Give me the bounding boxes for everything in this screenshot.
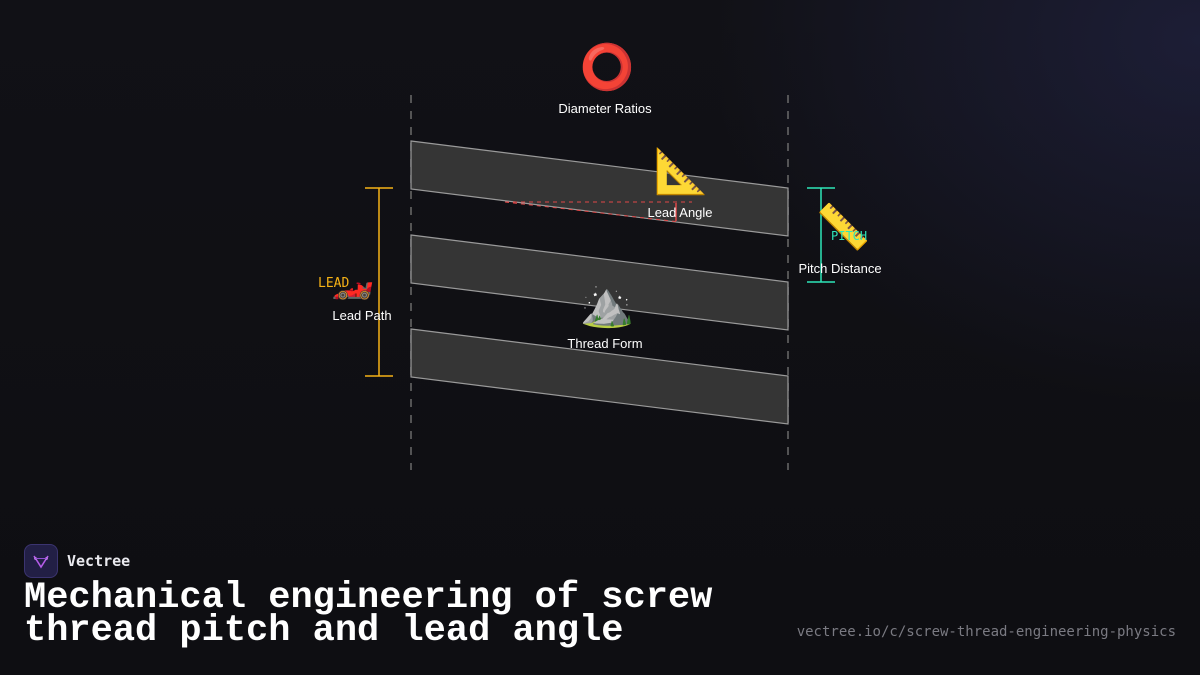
race-car-icon: 🏎️ [331,262,375,302]
vectree-logo-icon [33,555,49,569]
brand: Vectree [24,544,130,578]
lead-angle-label: Lead Angle [647,205,713,220]
page-title: Mechanical engineering of screw thread p… [24,577,713,652]
vectree-logo [24,544,58,578]
thread-band-3 [410,328,789,425]
lead-angle-slope-line [504,201,681,223]
source-url: vectree.io/c/screw-thread-engineering-ph… [796,624,1176,640]
pitch-tag: PITCH [831,229,868,243]
diameter-icon: ⭕ [579,42,635,93]
triangular-ruler-icon: 📐 [653,146,709,197]
brand-name: Vectree [67,552,131,570]
thread-band-1 [410,140,789,237]
mountain-icon: ⛰️ [579,279,635,330]
diameter-ratios-label: Diameter Ratios [558,101,652,116]
lead-tag: LEAD [318,276,350,291]
pitch-distance-label: Pitch Distance [798,261,882,276]
lead-path-label: Lead Path [332,308,392,323]
ruler-icon: 📏 [815,202,871,253]
thread-band-2 [410,234,789,331]
thread-form-label: Thread Form [567,336,643,351]
